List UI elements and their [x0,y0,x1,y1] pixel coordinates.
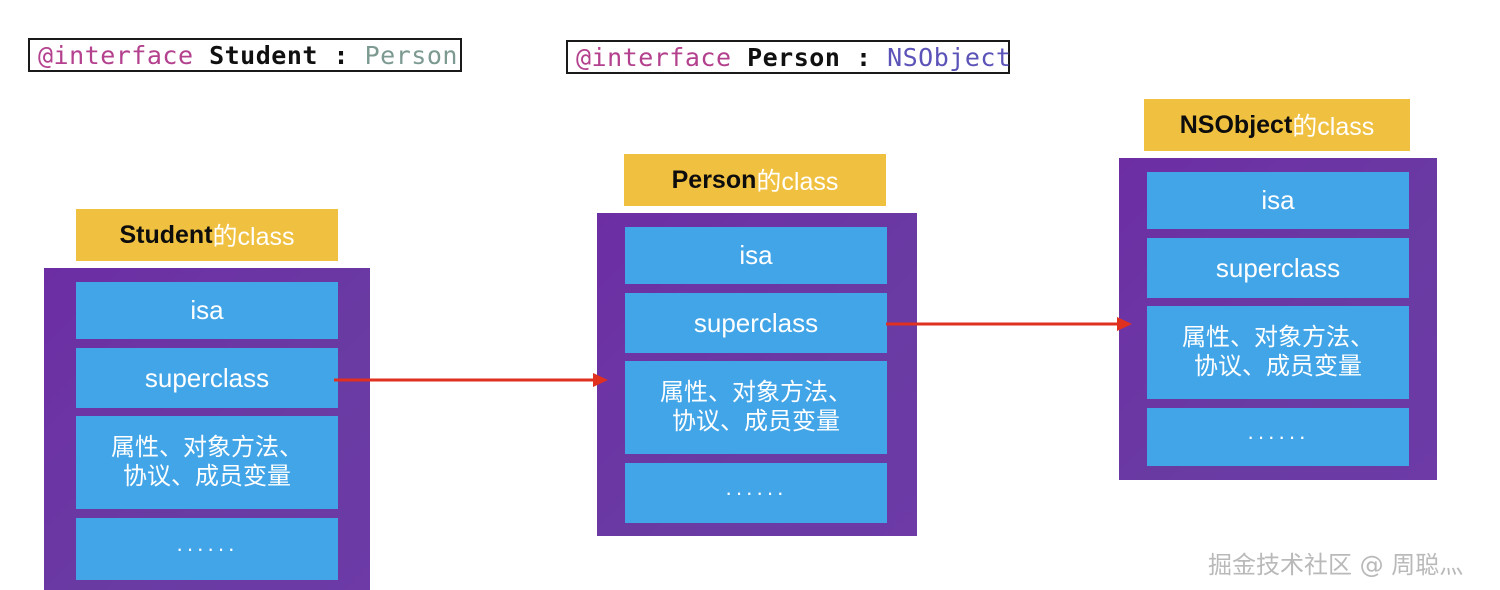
code-space [840,43,856,72]
class-box-person: isa superclass 属性、对象方法、 协议、成员变量 ······ [597,213,917,536]
code-class-name: Student [209,40,318,70]
class-header-name: Person [671,165,757,194]
class-row-nsobject-ellipsis: ······ [1147,408,1409,466]
row-label: isa [190,295,224,326]
code-super-name: Person [364,40,458,70]
code-separator: : [333,40,350,70]
code-keyword: @interface [38,40,194,70]
class-box-student: isa superclass 属性、对象方法、 协议、成员变量 ······ [44,268,370,590]
code-space [194,41,210,70]
arrow-student-to-person [334,373,608,387]
class-row-nsobject-members: 属性、对象方法、 协议、成员变量 [1147,306,1409,399]
code-class-name: Person [747,42,841,72]
code-keyword: @interface [576,42,732,72]
code-space [732,43,748,72]
code-snippet-person-interface: @interface Person : NSObject [566,40,1012,74]
row-label: 属性、对象方法、 [111,434,303,462]
class-header-suffix: 的class [1292,113,1375,141]
code-separator: : [855,42,872,72]
row-label: superclass [144,362,270,393]
class-row-student-superclass: superclass [76,348,338,408]
code-super-name: NSObject [887,42,1012,72]
class-row-person-superclass: superclass [625,293,887,353]
class-row-student-members: 属性、对象方法、 协议、成员变量 [76,416,338,509]
class-row-person-isa: isa [625,227,887,284]
class-header-name: NSObject [1179,110,1293,139]
code-snippet-student-interface: @interface Student : Person [28,38,462,72]
class-row-nsobject-isa: isa [1147,172,1409,229]
row-label: ······ [1247,424,1309,450]
class-row-student-isa: isa [76,282,338,339]
code-space [318,41,334,70]
row-label-line2: 协议、成员变量 [123,462,291,490]
row-label: isa [739,240,773,271]
class-box-nsobject: isa superclass 属性、对象方法、 协议、成员变量 ······ [1119,158,1437,480]
class-header-suffix: 的class [756,168,839,196]
row-label: ······ [176,536,238,562]
class-row-person-members: 属性、对象方法、 协议、成员变量 [625,361,887,454]
class-header-name: Student [119,220,213,249]
code-space [872,43,888,72]
arrow-person-to-nsobject [886,317,1132,331]
class-header-suffix: 的class [212,223,295,251]
row-label: ······ [725,480,787,506]
class-row-nsobject-superclass: superclass [1147,238,1409,298]
row-label: isa [1261,185,1295,216]
row-label: 属性、对象方法、 [1182,324,1374,352]
watermark: 掘金技术社区 @ 周聪灬 [1208,551,1464,579]
class-row-student-ellipsis: ······ [76,518,338,580]
row-label-line2: 协议、成员变量 [672,407,840,435]
row-label-line2: 协议、成员变量 [1194,352,1362,380]
class-row-person-ellipsis: ······ [625,463,887,523]
row-label: superclass [693,307,819,338]
code-space [349,41,365,70]
row-label: 属性、对象方法、 [660,379,852,407]
row-label: superclass [1215,252,1341,283]
